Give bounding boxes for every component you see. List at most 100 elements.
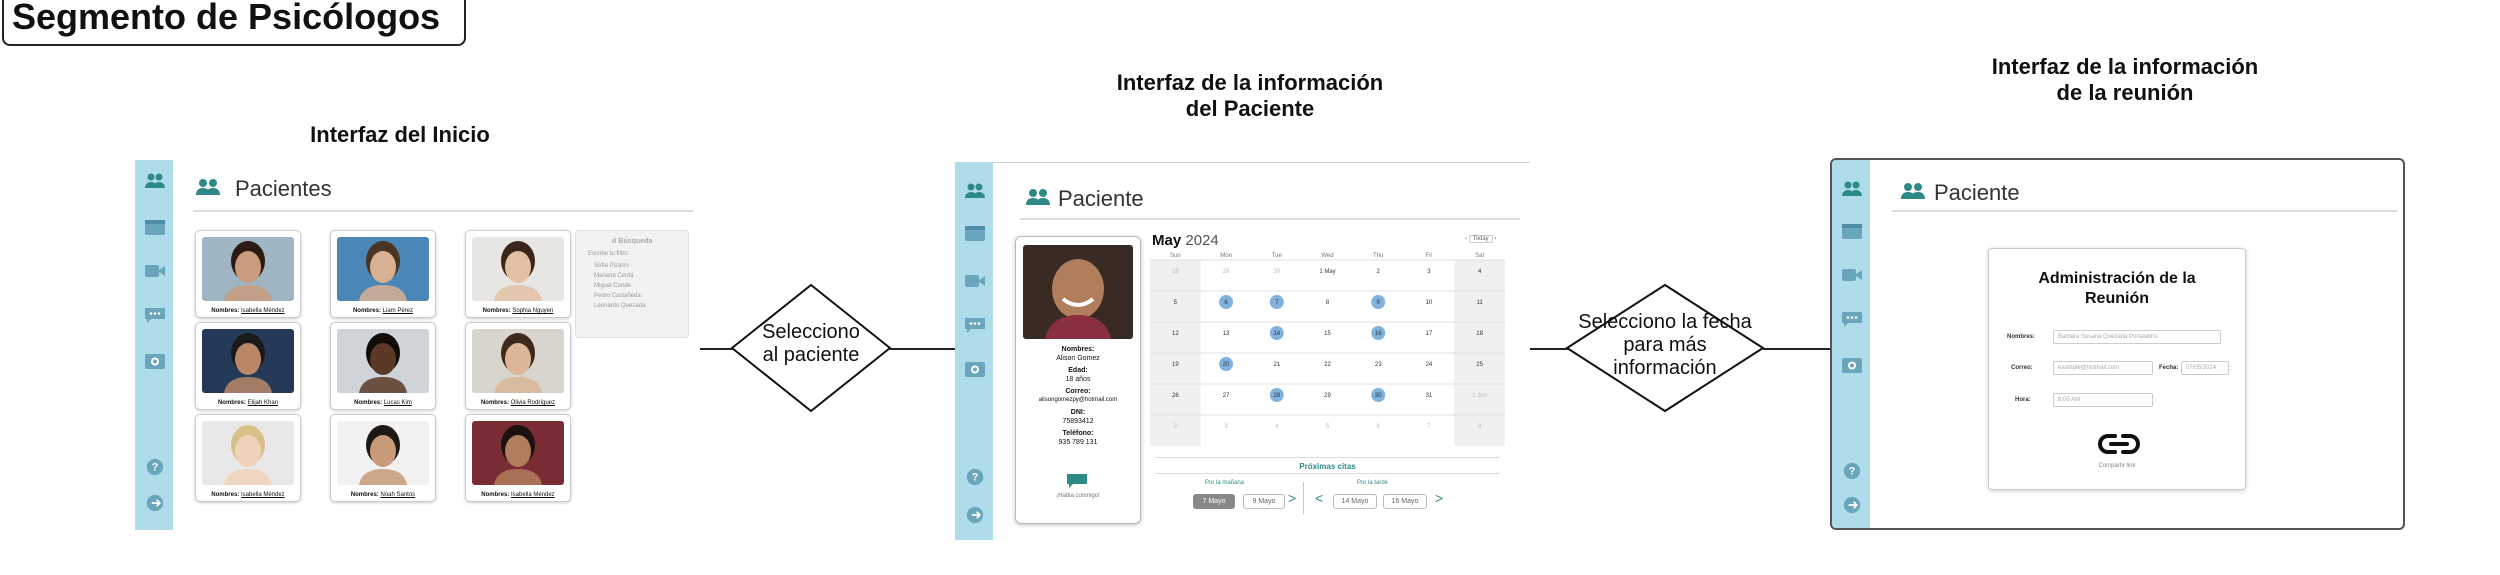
users-icon[interactable] [964, 182, 986, 200]
calendar-day[interactable]: 3 [1224, 424, 1228, 430]
logout-icon[interactable] [144, 494, 166, 512]
video-icon[interactable] [1841, 266, 1863, 284]
help-icon[interactable]: ? [144, 458, 166, 476]
calendar-day[interactable]: 4 [1275, 424, 1279, 430]
today-button[interactable]: Today [1468, 235, 1493, 243]
search-result-item[interactable]: Sofía Pizarro [594, 263, 629, 269]
calendar-day[interactable]: 12 [1172, 331, 1179, 337]
patient-card[interactable]: Nombres: Liam Pérez [330, 230, 436, 318]
appointment-marker[interactable] [1269, 295, 1284, 309]
appointment-marker[interactable] [1219, 295, 1234, 309]
time-field[interactable]: 8:00 AM [2053, 393, 2153, 407]
calendar-day[interactable]: 18 [1476, 331, 1483, 337]
names-field[interactable]: Barbara Susana Quezada Portalatino [2053, 330, 2221, 344]
calendar-day[interactable]: 6 [1377, 424, 1381, 430]
users-icon[interactable] [144, 172, 166, 190]
settings-icon[interactable] [964, 360, 986, 378]
patient-card[interactable]: Nombres: Lucas Kim [330, 322, 436, 410]
chat-icon[interactable] [964, 316, 986, 334]
calendar-day[interactable]: 13 [1223, 331, 1230, 337]
calendar-day[interactable]: 7 [1275, 300, 1279, 306]
users-icon[interactable] [1841, 180, 1863, 198]
calendar-day[interactable]: 24 [1426, 362, 1433, 368]
next-month-icon[interactable]: › [1494, 236, 1497, 242]
next-morning-icon[interactable]: > [1288, 490, 1297, 506]
calendar-day[interactable]: 7 [1427, 424, 1431, 430]
link-icon[interactable] [2097, 429, 2141, 459]
appointment-marker[interactable] [1371, 295, 1386, 309]
calendar-day[interactable]: 1 May [1319, 269, 1335, 275]
calendar-day[interactable]: 31 [1426, 393, 1433, 399]
name-value[interactable]: Isabella Méndez [510, 492, 555, 498]
name-value[interactable]: Isabella Méndez [240, 492, 285, 498]
calendar-day[interactable]: 29 [1324, 393, 1331, 399]
calendar-day[interactable]: 30 [1375, 393, 1382, 399]
calendar-icon[interactable] [1841, 222, 1863, 240]
search-input[interactable]: Escribe tu filtro [588, 251, 628, 257]
logout-icon[interactable] [964, 506, 986, 524]
prev-afternoon-icon[interactable]: < [1315, 490, 1324, 506]
calendar-day[interactable]: 15 [1324, 331, 1331, 337]
morning-date-1[interactable]: 7 Mayo [1193, 494, 1235, 509]
video-icon[interactable] [964, 272, 986, 290]
calendar-day[interactable]: 16 [1375, 331, 1382, 337]
calendar-day[interactable]: 19 [1172, 362, 1179, 368]
calendar-icon[interactable] [144, 218, 166, 236]
chat-icon[interactable] [1066, 473, 1088, 489]
calendar-day[interactable]: 9 [1377, 300, 1381, 306]
help-icon[interactable]: ? [964, 468, 986, 486]
patient-card[interactable]: Nombres: Noah Santos [330, 414, 436, 502]
patient-card[interactable]: Nombres: Olivia Rodríguez [465, 322, 571, 410]
settings-icon[interactable] [144, 352, 166, 370]
calendar-day[interactable]: 1 Jun [1472, 393, 1487, 399]
calendar-day[interactable]: 6 [1224, 300, 1228, 306]
calendar-day[interactable]: 23 [1375, 362, 1382, 368]
name-value[interactable]: Lucas Kim [383, 400, 412, 406]
calendar-day[interactable]: 22 [1324, 362, 1331, 368]
patient-card[interactable]: Nombres: Sophia Nguyen [465, 230, 571, 318]
chat-icon[interactable] [1841, 310, 1863, 328]
calendar-day[interactable]: 26 [1172, 393, 1179, 399]
chat-icon[interactable] [144, 306, 166, 324]
calendar-day[interactable]: 28 [1172, 269, 1179, 275]
email-field[interactable]: example@hotmail.com [2053, 361, 2153, 375]
chat-label[interactable]: ¡Habla conmigo! [1056, 493, 1100, 499]
help-icon[interactable]: ? [1841, 462, 1863, 480]
calendar-day[interactable]: 14 [1273, 331, 1280, 337]
morning-date-2[interactable]: 9 Mayo [1243, 494, 1285, 509]
calendar-day[interactable]: 20 [1223, 362, 1230, 368]
patient-card[interactable]: Nombres: Isabella Méndez [195, 230, 301, 318]
appointment-marker[interactable] [1269, 326, 1284, 340]
patient-card[interactable]: Nombres: Isabella Méndez [195, 414, 301, 502]
appointment-marker[interactable] [1371, 388, 1386, 402]
appointment-marker[interactable] [1219, 357, 1234, 371]
calendar-day[interactable]: 2 [1377, 269, 1381, 275]
calendar-day[interactable]: 27 [1223, 393, 1230, 399]
calendar-day[interactable]: 8 [1326, 300, 1330, 306]
name-value[interactable]: Olivia Rodríguez [510, 400, 556, 406]
prev-month-icon[interactable]: ‹ [1465, 236, 1467, 242]
calendar-day[interactable]: 17 [1426, 331, 1433, 337]
date-field[interactable]: 07/05/2024 [2181, 361, 2229, 375]
search-result-item[interactable]: Leonardo Quezada [594, 303, 646, 309]
afternoon-date-2[interactable]: 16 Mayo [1383, 494, 1427, 509]
appointment-marker[interactable] [1269, 388, 1284, 402]
video-icon[interactable] [144, 262, 166, 280]
appointment-marker[interactable] [1371, 326, 1386, 340]
patient-card[interactable]: Nombres: Isabella Méndez [465, 414, 571, 502]
name-value[interactable]: Isabella Méndez [240, 308, 285, 314]
calendar-icon[interactable] [964, 224, 986, 242]
name-value[interactable]: Elijah Khan [247, 400, 279, 406]
calendar-day[interactable]: 3 [1427, 269, 1431, 275]
calendar-day[interactable]: 11 [1477, 300, 1484, 306]
logout-icon[interactable] [1841, 496, 1863, 514]
name-value[interactable]: Sophia Nguyen [512, 308, 554, 314]
calendar-day[interactable]: 5 [1174, 300, 1178, 306]
patient-card[interactable]: Nombres: Elijah Khan [195, 322, 301, 410]
calendar-day[interactable]: 25 [1476, 362, 1483, 368]
search-result-item[interactable]: Mariana Cerdá [594, 273, 634, 279]
calendar-day[interactable]: 10 [1426, 300, 1433, 306]
calendar-day[interactable]: 29 [1223, 269, 1230, 275]
next-afternoon-icon[interactable]: > [1435, 490, 1444, 506]
calendar-day[interactable]: 21 [1273, 362, 1280, 368]
